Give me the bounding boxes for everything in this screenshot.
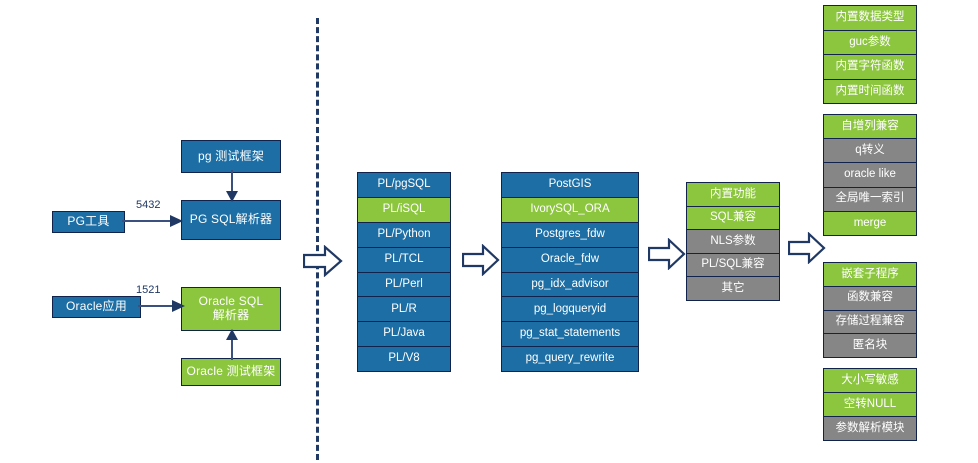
list-item[interactable]: PL/TCL bbox=[358, 247, 450, 273]
port-label-pg: 5432 bbox=[136, 199, 161, 211]
node-pg-tool: PG工具 bbox=[52, 211, 125, 233]
list-item[interactable]: 内置功能 bbox=[687, 183, 779, 207]
group-builtin: 内置数据类型 guc参数 内置字符函数 内置时间函数 bbox=[823, 5, 917, 104]
arrow-to-capabilities-icon bbox=[648, 238, 686, 270]
node-pg-sql-parser: PG SQL解析器 bbox=[181, 200, 281, 240]
list-item[interactable]: PL/Python bbox=[358, 222, 450, 248]
section-divider bbox=[316, 18, 319, 460]
list-item[interactable]: 其它 bbox=[687, 277, 779, 300]
list-item[interactable]: PL/iSQL bbox=[358, 197, 450, 223]
arrow-to-pl-icon bbox=[303, 245, 343, 277]
list-item[interactable]: 大小写敏感 bbox=[824, 369, 916, 393]
list-item[interactable]: 自增列兼容 bbox=[824, 115, 916, 140]
list-item[interactable]: PL/R bbox=[358, 297, 450, 323]
list-item[interactable]: merge bbox=[824, 211, 916, 236]
list-item[interactable]: 内置数据类型 bbox=[824, 6, 916, 31]
column-extensions: PostGIS IvorySQL_ORA Postgres_fdw Oracle… bbox=[501, 172, 639, 372]
list-item[interactable]: PL/pgSQL bbox=[358, 173, 450, 198]
list-item[interactable]: pg_query_rewrite bbox=[502, 347, 638, 371]
list-item[interactable]: NLS参数 bbox=[687, 230, 779, 254]
list-item[interactable]: 嵌套子程序 bbox=[824, 263, 916, 287]
group-plsql-compat: 嵌套子程序 函数兼容 存储过程兼容 匿名块 bbox=[823, 262, 917, 358]
list-item[interactable]: SQL兼容 bbox=[687, 206, 779, 231]
list-item[interactable]: 全局唯一索引 bbox=[824, 187, 916, 212]
connector-pg-tool-to-parser bbox=[122, 215, 183, 227]
list-item[interactable]: oracle like bbox=[824, 163, 916, 188]
arrow-to-extensions-icon bbox=[462, 244, 500, 276]
list-item[interactable]: 匿名块 bbox=[824, 334, 916, 357]
node-oracle-app: Oracle应用 bbox=[52, 296, 141, 318]
node-pg-test-framework: pg 测试框架 bbox=[181, 140, 281, 173]
list-item[interactable]: PL/V8 bbox=[358, 347, 450, 371]
list-item[interactable]: 内置时间函数 bbox=[824, 79, 916, 103]
connector-oracle-app-to-parser bbox=[138, 300, 185, 312]
port-label-oracle: 1521 bbox=[136, 284, 161, 296]
group-other: 大小写敏感 空转NULL 参数解析模块 bbox=[823, 368, 917, 441]
node-oracle-test-framework: Oracle 测试框架 bbox=[181, 358, 281, 386]
list-item[interactable]: PL/Perl bbox=[358, 272, 450, 298]
list-item[interactable]: PL/Java bbox=[358, 322, 450, 348]
list-item[interactable]: Oracle_fdw bbox=[502, 247, 638, 273]
list-item[interactable]: guc参数 bbox=[824, 30, 916, 55]
list-item[interactable]: PostGIS bbox=[502, 173, 638, 198]
list-item[interactable]: q转义 bbox=[824, 139, 916, 164]
connector-pg-testframework-to-parser bbox=[226, 170, 238, 202]
list-item[interactable]: 内置字符函数 bbox=[824, 55, 916, 80]
node-oracle-sql-parser: Oracle SQL 解析器 bbox=[181, 287, 281, 331]
list-item[interactable]: Postgres_fdw bbox=[502, 222, 638, 248]
column-procedural-languages: PL/pgSQL PL/iSQL PL/Python PL/TCL PL/Per… bbox=[357, 172, 451, 372]
list-item[interactable]: 空转NULL bbox=[824, 393, 916, 417]
list-item[interactable]: pg_idx_advisor bbox=[502, 272, 638, 298]
list-item[interactable]: pg_stat_statements bbox=[502, 322, 638, 348]
column-capabilities: 内置功能 SQL兼容 NLS参数 PL/SQL兼容 其它 bbox=[686, 182, 780, 301]
list-item[interactable]: pg_logqueryid bbox=[502, 297, 638, 323]
connector-oracle-testframework-to-parser bbox=[226, 329, 238, 360]
list-item[interactable]: 参数解析模块 bbox=[824, 417, 916, 440]
list-item[interactable]: 函数兼容 bbox=[824, 286, 916, 311]
arrow-to-details-icon bbox=[788, 232, 826, 264]
list-item[interactable]: PL/SQL兼容 bbox=[687, 253, 779, 278]
group-sql-compat: 自增列兼容 q转义 oracle like 全局唯一索引 merge bbox=[823, 114, 917, 236]
list-item[interactable]: IvorySQL_ORA bbox=[502, 197, 638, 223]
list-item[interactable]: 存储过程兼容 bbox=[824, 310, 916, 335]
